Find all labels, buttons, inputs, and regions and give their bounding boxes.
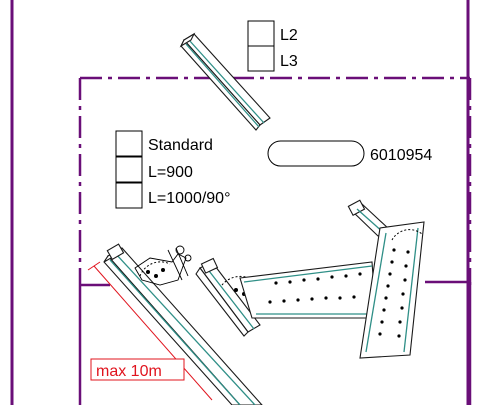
boundary-lower [78,280,472,405]
beam-middle-diagonal [195,257,263,337]
option-l3-label: L3 [280,53,298,70]
option-l2-checkbox[interactable] [247,20,275,47]
option-l2-label: L2 [280,27,298,44]
beam-horizontal-holes [268,272,362,304]
option-l3-checkbox[interactable] [247,45,275,72]
option-l900-checkbox[interactable] [115,156,143,183]
connector-bracket-left [134,245,192,286]
option-l1000-90-label: L=1000/90° [148,190,230,207]
dimension-label: max 10m [96,363,162,380]
option-standard-checkbox[interactable] [115,130,143,157]
dimension-label-box [90,358,185,381]
part-number-label: 6010954 [370,147,432,164]
beam-right-vertical [347,199,425,359]
beam-right-holes [378,248,410,338]
part-number-input[interactable] [267,140,365,167]
beam-top [179,32,271,131]
dimension-line [87,261,213,401]
beam-horizontal [239,261,377,319]
option-l1000-90-checkbox[interactable] [115,182,143,209]
beam-long-diagonal [103,243,263,405]
option-l900-label: L=900 [148,164,193,181]
option-standard-label: Standard [148,137,213,154]
boundary-dashdot [78,76,472,285]
